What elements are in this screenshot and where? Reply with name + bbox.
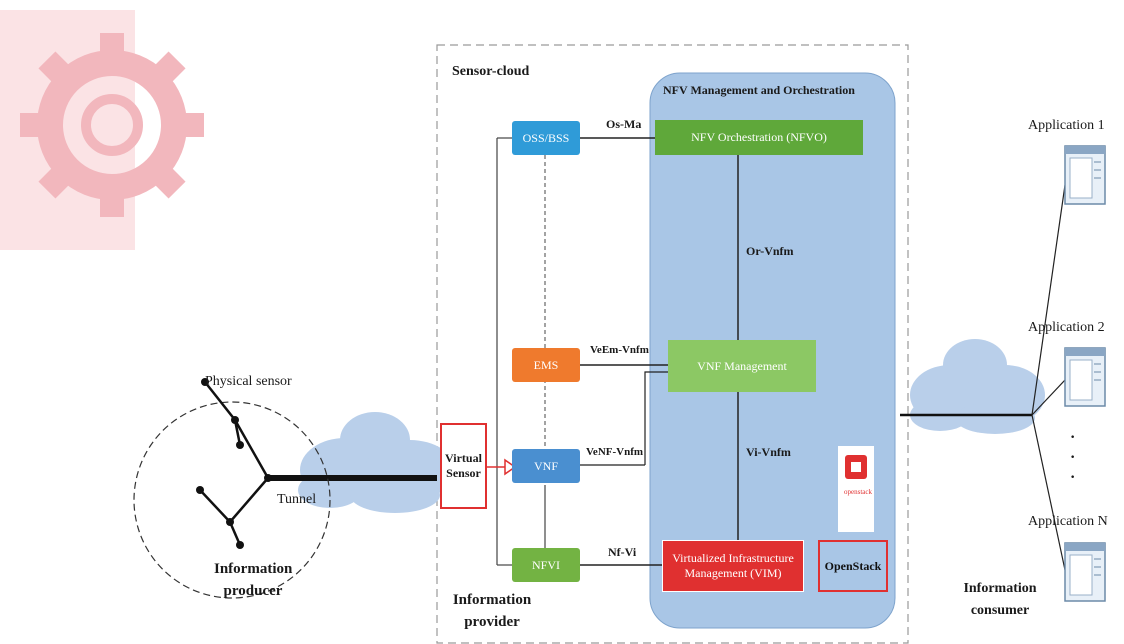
application-n-window-icon bbox=[1064, 542, 1106, 602]
mano-title: NFV Management and Orchestration bbox=[663, 83, 855, 97]
vnf-management-box: VNF Management bbox=[668, 340, 816, 392]
nfvo-box: NFV Orchestration (NFVO) bbox=[655, 120, 863, 155]
interface-venf-vnfm: VeNF-Vnfm bbox=[586, 446, 644, 458]
openstack-box: OpenStack bbox=[818, 540, 888, 592]
application-1-window-icon bbox=[1064, 145, 1106, 205]
openstack-logo-icon bbox=[838, 446, 874, 532]
right-cloud-icon bbox=[910, 339, 1045, 434]
information-consumer-label: Information consumer bbox=[963, 581, 1037, 618]
oss-bss-box: OSS/BSS bbox=[512, 121, 580, 155]
interface-veem-vnfm: VeEm-Vnfm bbox=[590, 344, 649, 356]
vim-box: Virtualized Infrastructure Management (V… bbox=[662, 540, 804, 592]
interface-or-vnfm: Or-Vnfm bbox=[746, 244, 794, 258]
ellipsis-dots: · · · bbox=[1070, 429, 1076, 486]
virtual-sensor-box: Virtual Sensor bbox=[440, 423, 487, 509]
nfvi-box: NFVI bbox=[512, 548, 580, 582]
vnf-box: VNF bbox=[512, 449, 580, 483]
interface-os-ma: Os-Ma bbox=[606, 117, 642, 131]
sensor-cloud-frame bbox=[436, 44, 909, 644]
application-2-window-icon bbox=[1064, 347, 1106, 407]
information-producer-label: Information producer bbox=[214, 561, 293, 599]
openstack-logo-text: openstack bbox=[844, 488, 872, 496]
physical-sensor-label: Physical sensor bbox=[205, 374, 292, 389]
interface-vi-vnfm: Vi-Vnfm bbox=[746, 445, 791, 459]
application-1-label: Application 1 bbox=[1028, 118, 1105, 133]
application-2-label: Application 2 bbox=[1028, 320, 1105, 335]
application-n-label: Application N bbox=[1028, 514, 1108, 529]
left-cloud-icon bbox=[298, 412, 455, 513]
tunnel-label: Tunnel bbox=[277, 492, 317, 507]
producer-circle bbox=[133, 401, 331, 599]
sensor-cloud-title: Sensor-cloud bbox=[452, 64, 530, 79]
information-provider-label: Information provider bbox=[452, 592, 532, 630]
ems-box: EMS bbox=[512, 348, 580, 382]
interface-nf-vi: Nf-Vi bbox=[608, 545, 637, 559]
